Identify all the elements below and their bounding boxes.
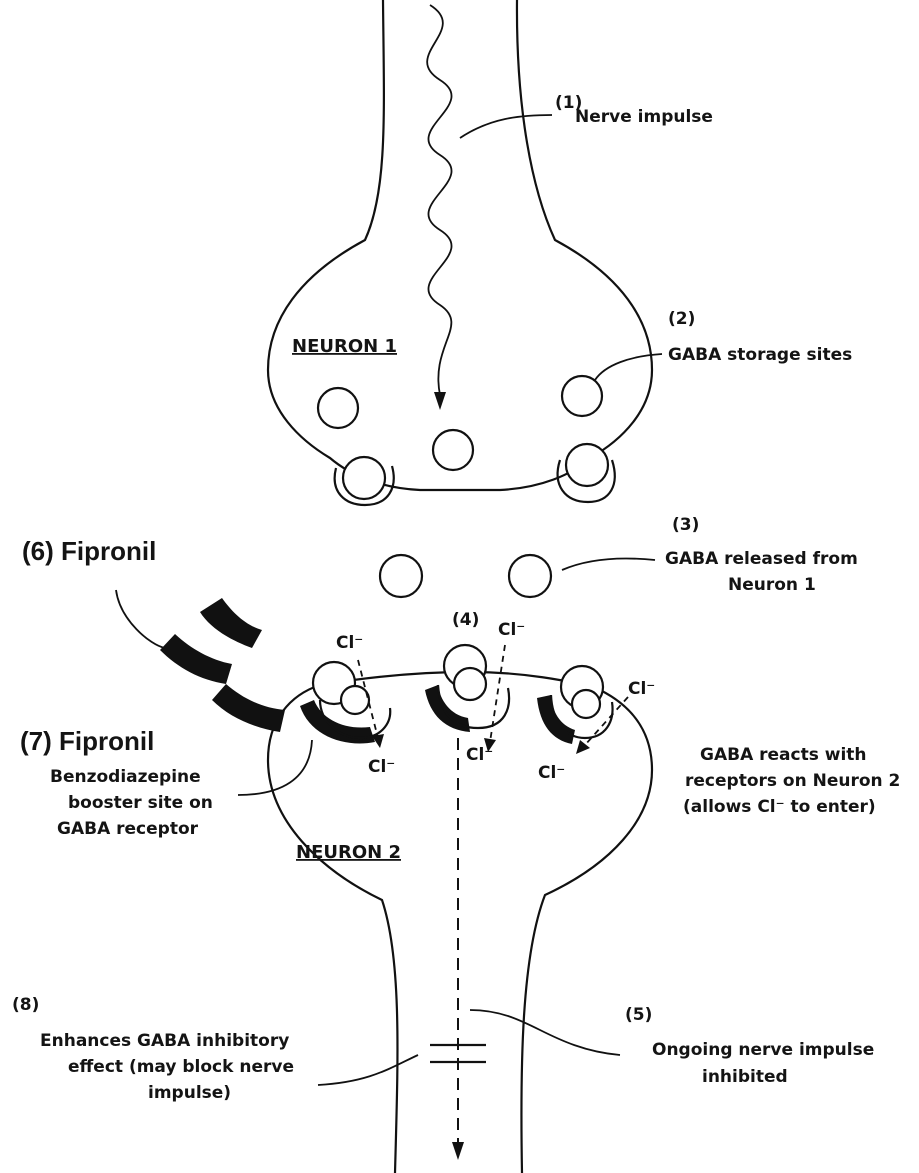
leader-line-7 bbox=[238, 740, 312, 795]
gaba-vesicle bbox=[433, 430, 473, 470]
step3-number: (3) bbox=[672, 515, 699, 535]
leader-line-5 bbox=[470, 1010, 620, 1055]
bound-gaba-inner bbox=[454, 668, 486, 700]
step4-number: (4) bbox=[452, 610, 479, 630]
released-gaba bbox=[509, 555, 551, 597]
step7-desc-line2: booster site on bbox=[68, 793, 213, 813]
step1-label: Nerve impulse bbox=[575, 107, 713, 127]
neuron1-label: NEURON 1 bbox=[292, 336, 397, 357]
gaba-vesicle bbox=[318, 388, 358, 428]
released-gaba bbox=[380, 555, 422, 597]
step8-desc-line3: impulse) bbox=[148, 1083, 231, 1103]
step4-label-line1: GABA reacts with bbox=[700, 745, 867, 765]
step7-desc-line1: Benzodiazepine bbox=[50, 767, 201, 787]
nerve-impulse-arrowhead bbox=[434, 392, 446, 410]
neuron2-label: NEURON 2 bbox=[296, 842, 401, 863]
step6-label: (6) Fipronil bbox=[22, 536, 156, 566]
step7-label: (7) Fipronil bbox=[20, 726, 154, 756]
leader-line-8 bbox=[318, 1055, 418, 1085]
leader-line-6 bbox=[116, 590, 165, 648]
chloride-ion: Cl⁻ bbox=[538, 763, 565, 783]
step8-number: (8) bbox=[12, 995, 39, 1015]
fipronil-molecule bbox=[200, 598, 262, 648]
step3-label-line2: Neuron 1 bbox=[728, 575, 816, 595]
chloride-ion: Cl⁻ bbox=[498, 620, 525, 640]
neuron2-membrane bbox=[268, 672, 652, 1173]
chloride-ion: Cl⁻ bbox=[336, 633, 363, 653]
gaba-vesicle bbox=[562, 376, 602, 416]
step8-desc-line1: Enhances GABA inhibitory bbox=[40, 1031, 289, 1051]
gaba-vesicle-fusing bbox=[566, 444, 608, 486]
leader-line-1 bbox=[460, 115, 552, 138]
step5-number: (5) bbox=[625, 1005, 652, 1025]
bound-gaba-inner bbox=[341, 686, 369, 714]
step4-label-line3: (allows Cl⁻ to enter) bbox=[683, 797, 876, 817]
inhibited-impulse-arrowhead bbox=[452, 1142, 464, 1160]
step2-label: GABA storage sites bbox=[668, 345, 852, 365]
chloride-ion: Cl⁻ bbox=[466, 745, 493, 765]
step3-label-line1: GABA released from bbox=[665, 549, 858, 569]
step8-desc-line2: effect (may block nerve bbox=[68, 1057, 294, 1077]
step4-label-line2: receptors on Neuron 2 bbox=[685, 771, 900, 791]
step2-number: (2) bbox=[668, 309, 695, 329]
nerve-impulse-arrow bbox=[427, 5, 451, 395]
chloride-ion: Cl⁻ bbox=[368, 757, 395, 777]
chloride-arrow bbox=[490, 645, 505, 742]
gaba-vesicle-fusing bbox=[343, 457, 385, 499]
fipronil-molecule bbox=[160, 634, 232, 684]
step7-desc-line3: GABA receptor bbox=[57, 819, 199, 839]
chloride-ion: Cl⁻ bbox=[628, 679, 655, 699]
leader-line-3 bbox=[562, 558, 655, 570]
step5-label-line1: Ongoing nerve impulse bbox=[652, 1040, 874, 1060]
bound-gaba-inner bbox=[572, 690, 600, 718]
fipronil-molecule bbox=[212, 684, 285, 732]
step5-label-line2: inhibited bbox=[702, 1067, 788, 1087]
